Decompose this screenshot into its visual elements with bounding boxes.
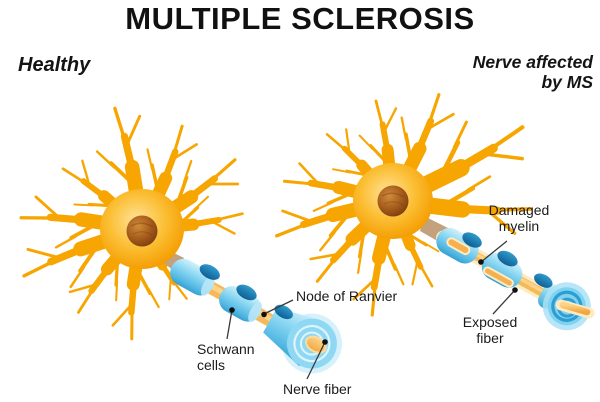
schwann-cell-nuclei [462, 232, 553, 288]
leader-line-schwann-cells [226, 309, 233, 340]
ms-neuron-illustration [272, 84, 595, 331]
leader-line-damaged-myelin [480, 240, 508, 263]
healthy-axon [170, 258, 342, 374]
nucleus [126, 215, 158, 247]
healthy-neuron-illustration [17, 105, 342, 374]
label-nerve-fiber: Nerve fiber [283, 381, 352, 397]
nucleus [377, 185, 409, 217]
leader-lines [226, 240, 516, 380]
label-node-of-ranvier: Node of Ranvier [296, 288, 398, 304]
axon-terminal-cross-section [263, 308, 342, 374]
healthy-heading: Healthy [18, 54, 91, 76]
leader-line-node-of-ranvier [263, 299, 294, 315]
leader-line-nerve-fiber [306, 341, 326, 380]
diagram-title: MULTIPLE SCLEROSIS [125, 1, 475, 36]
ms-heading-line1: Nerve affected [472, 52, 593, 72]
label-schwann-cells: Schwann cells [197, 341, 255, 373]
schwann-cell-nuclei [199, 264, 293, 320]
damaged-myelin-segments [436, 227, 559, 309]
ms-heading-line2: by MS [541, 72, 593, 92]
label-exposed-fiber: Exposed fiber [462, 314, 518, 346]
leader-dots [229, 259, 518, 345]
nerve-fiber-core [305, 335, 327, 354]
label-damaged-myelin: Damaged myelin [488, 202, 550, 234]
damaged-axon [435, 227, 591, 331]
ms-heading: Nerve affected by MS [473, 52, 593, 92]
leader-line-exposed-fiber [492, 289, 516, 315]
